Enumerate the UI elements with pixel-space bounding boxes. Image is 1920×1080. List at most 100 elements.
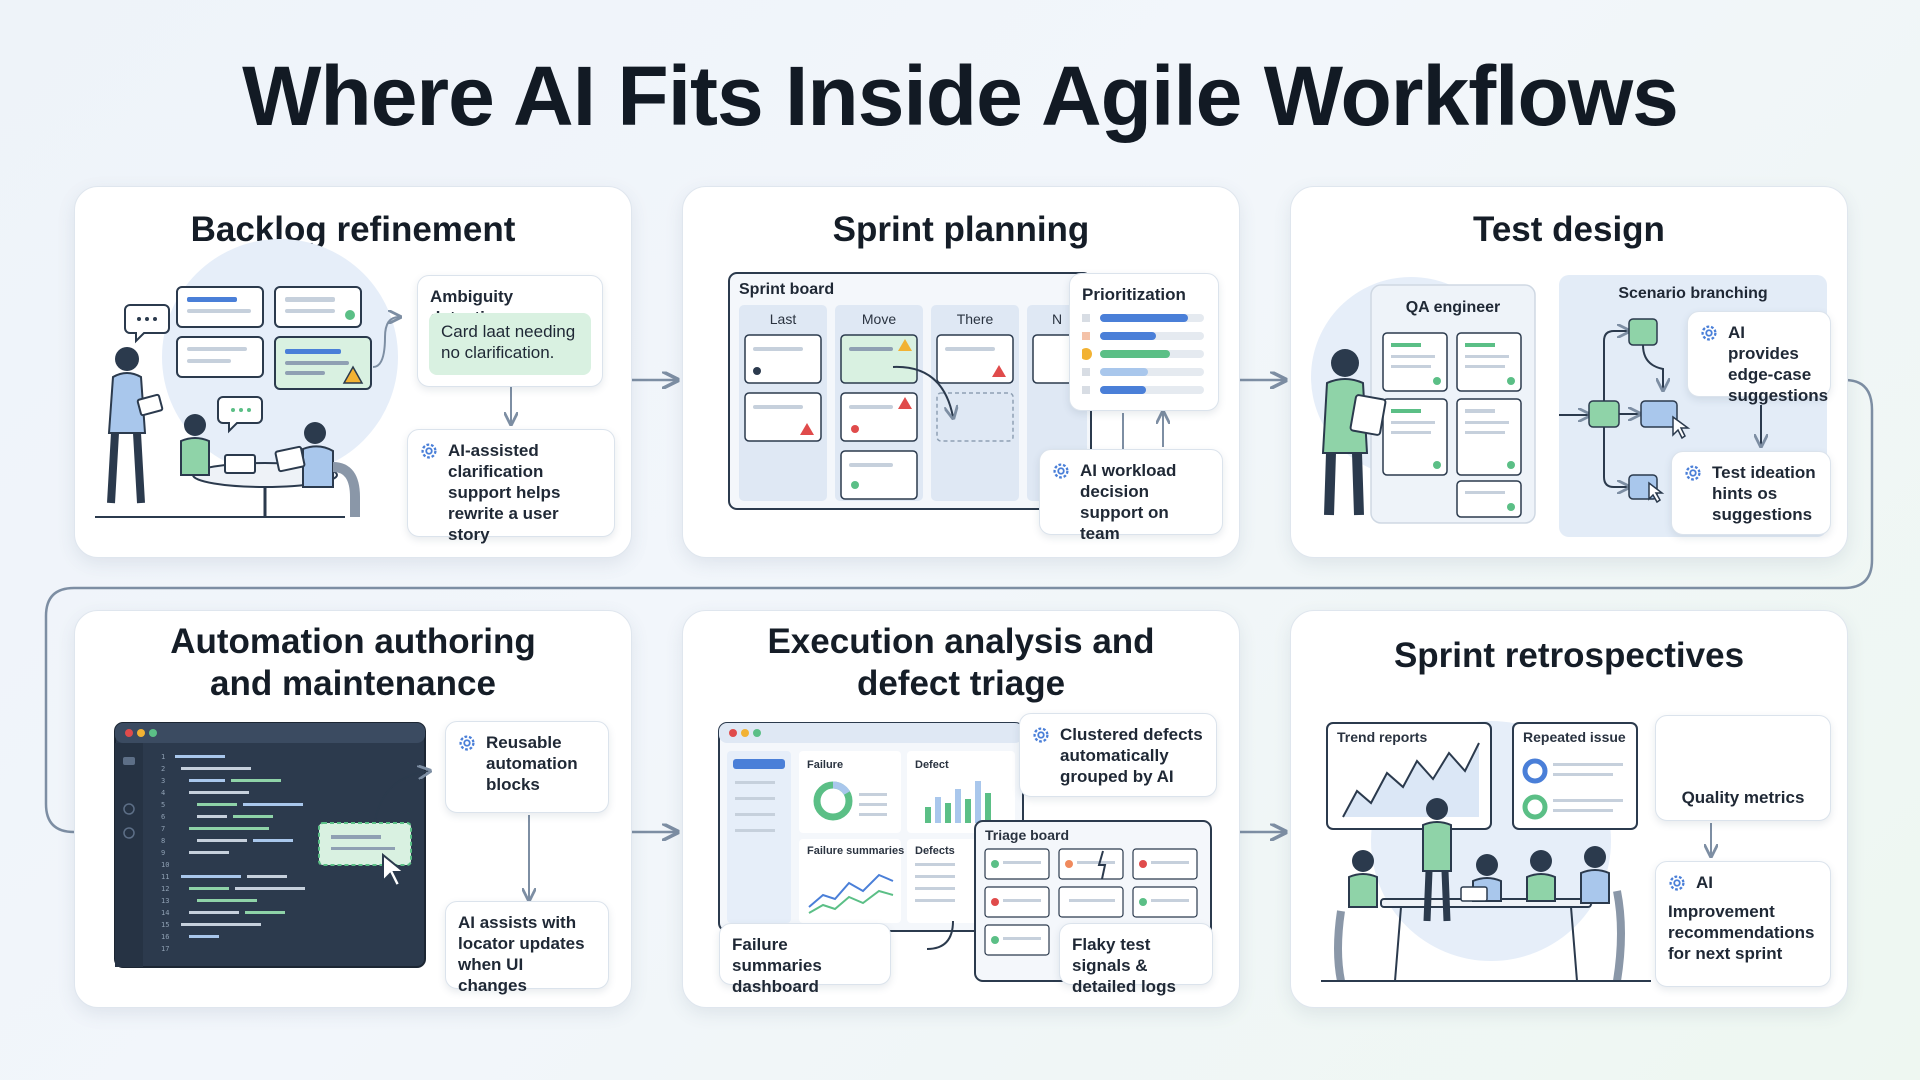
cursor-icon bbox=[382, 852, 407, 888]
retro-illustration bbox=[1321, 721, 1773, 982]
person-seated bbox=[1580, 846, 1625, 982]
reusable-blocks-card: Reusable automation blocks bbox=[445, 721, 609, 813]
triage-card bbox=[1058, 886, 1124, 918]
reusable-block-highlight bbox=[318, 822, 412, 866]
person-seated bbox=[1460, 854, 1502, 902]
test-case-card bbox=[1456, 398, 1522, 476]
qa-engineer-label: QA engineer bbox=[1405, 299, 1501, 316]
test-case-card bbox=[1382, 398, 1448, 476]
triage-card bbox=[984, 924, 1050, 956]
ai-workload-text: AI workload decision support on team bbox=[1080, 461, 1177, 543]
person-standing bbox=[1422, 798, 1452, 922]
code-editor-illustration bbox=[114, 722, 631, 968]
ideation-text: Test ideation hints os suggestions bbox=[1712, 463, 1816, 524]
warning-icon bbox=[1082, 348, 1092, 360]
backlog-illustration bbox=[95, 239, 631, 518]
warning-icon bbox=[992, 365, 1006, 377]
panel-automation: Automation authoring and maintenance bbox=[74, 610, 632, 1008]
column-header: There bbox=[956, 311, 994, 327]
panel-test-design: Test design QA engineer Scenario bran bbox=[1290, 186, 1848, 558]
triage-board-title: Triage board bbox=[985, 827, 1070, 843]
column-header: Move bbox=[861, 311, 897, 327]
page-title: Where AI Fits Inside Agile Workflows bbox=[242, 49, 1679, 143]
column-header: Last bbox=[769, 311, 797, 327]
improvement-card: AI Improvement recommendations for next … bbox=[1655, 861, 1831, 987]
scenario-branching-title: Scenario branching bbox=[1618, 285, 1768, 302]
ai-clarification-text: AI-assisted clarification support helps … bbox=[448, 441, 561, 544]
locator-updates-card: AI assists with locator updates when UI … bbox=[445, 901, 609, 995]
story-card bbox=[176, 336, 264, 378]
gear-icon bbox=[1701, 325, 1717, 341]
column-header: N bbox=[1051, 311, 1063, 327]
improvement-ai-label: AI bbox=[1696, 873, 1713, 892]
triage-card bbox=[984, 886, 1050, 918]
person-seated bbox=[180, 414, 256, 476]
person-seated bbox=[1334, 850, 1378, 982]
panel-title: Test design bbox=[1473, 210, 1665, 249]
warning-icon bbox=[898, 339, 912, 351]
dashboard-note-card: Failure summaries dashboard bbox=[719, 923, 891, 996]
gear-icon bbox=[421, 443, 437, 459]
panel-title-line1: Automation authoring bbox=[170, 622, 536, 661]
story-card-flagged bbox=[274, 336, 372, 390]
triage-card bbox=[1058, 848, 1124, 880]
story-card bbox=[274, 286, 362, 328]
repeated-issue-label: Repeated issue bbox=[1523, 729, 1626, 745]
triage-card bbox=[1132, 886, 1198, 918]
panel-title: Sprint retrospectives bbox=[1393, 636, 1745, 675]
quality-metrics-text: Quality metrics bbox=[1681, 788, 1805, 807]
defects-label: Defects bbox=[915, 845, 955, 857]
gear-icon bbox=[1669, 875, 1685, 891]
gear-icon bbox=[1033, 727, 1049, 743]
person-seated bbox=[1526, 850, 1556, 902]
triage-card bbox=[1132, 848, 1198, 880]
chat-bubble-icon bbox=[124, 304, 170, 344]
sprint-board-title: Sprint board bbox=[739, 281, 835, 298]
panel-backlog-refinement: Backlog refinement bbox=[74, 186, 632, 558]
trend-reports-label: Trend reports bbox=[1337, 729, 1428, 745]
arrow-row-wrap bbox=[44, 378, 1874, 834]
ai-workload-card: AI workload decision support on team bbox=[1039, 449, 1223, 543]
branch-node bbox=[1588, 400, 1620, 428]
defect-label: Defect bbox=[915, 759, 949, 771]
warning-icon bbox=[800, 423, 814, 435]
prioritization-card: Prioritization bbox=[1069, 273, 1219, 411]
panel-sprint-retrospectives: Sprint retrospectives Trend reports bbox=[1290, 610, 1848, 1008]
quality-metrics-card: Quality metrics bbox=[1655, 715, 1831, 821]
panel-title-line2: defect triage bbox=[856, 664, 1066, 703]
task-card-placeholder bbox=[936, 392, 1014, 442]
trend-chart-area bbox=[1343, 743, 1479, 817]
test-case-card bbox=[1456, 332, 1522, 392]
code-lines bbox=[175, 755, 305, 938]
improvement-text: Improvement recommendations for next spr… bbox=[1668, 902, 1815, 963]
panel-title: Sprint planning bbox=[832, 210, 1090, 249]
ideation-card: Test ideation hints os suggestions bbox=[1671, 451, 1831, 535]
flaky-signals-card: Flaky test signals & detailed logs bbox=[1059, 923, 1213, 996]
gear-icon bbox=[1053, 463, 1069, 479]
reusable-blocks-text: Reusable automation blocks bbox=[486, 733, 578, 794]
person-seated bbox=[274, 422, 360, 517]
priority-bars bbox=[1082, 314, 1204, 394]
failure-label: Failure bbox=[807, 759, 844, 771]
test-case-card bbox=[1456, 480, 1522, 518]
task-card bbox=[744, 334, 822, 384]
gear-icon bbox=[459, 735, 475, 751]
defect-bars bbox=[925, 781, 991, 823]
qa-engineer-person bbox=[1321, 349, 1387, 516]
failure-summaries-label: Failure summaries bbox=[807, 845, 905, 857]
locator-updates-text: AI assists with locator updates when UI … bbox=[458, 913, 585, 995]
flaky-signals-text: Flaky test signals & detailed logs bbox=[1072, 935, 1176, 996]
clustered-defects-card: Clustered defects automatically grouped … bbox=[1019, 713, 1217, 797]
branch-node bbox=[1640, 400, 1678, 428]
line-numbers: 1 2 3 4 5 6 7 8 9 10 11 12 13 14 15 16 1… bbox=[161, 753, 170, 953]
edge-case-card: AI provides edge-case suggestions bbox=[1687, 311, 1831, 405]
panel-title-line2: and maintenance bbox=[210, 664, 496, 703]
cursor-icon bbox=[1648, 481, 1665, 504]
warning-icon bbox=[898, 397, 912, 409]
triage-card bbox=[984, 848, 1050, 880]
bug-icon bbox=[1097, 850, 1107, 880]
chat-bubble-icon bbox=[217, 396, 263, 434]
dashboard-note-text: Failure summaries dashboard bbox=[732, 935, 822, 996]
failure-trend-line bbox=[808, 873, 894, 908]
